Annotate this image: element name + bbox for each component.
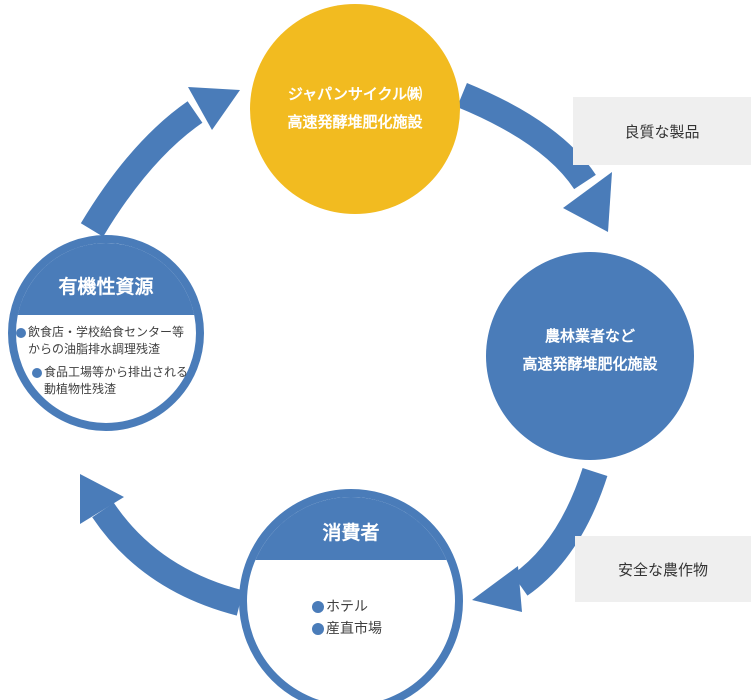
bullet-dot-icon [312,623,324,635]
left-bullet-item-1: 飲食店・学校給食センター等 [16,324,188,341]
bullet-dot-icon [32,367,42,378]
node-right-line2: 高速発酵堆肥化施設 [522,355,658,373]
bottom-bullet-item-1: ホテル [312,596,382,618]
node-top-circle [250,4,460,214]
arrow-bottom-to-left [80,474,244,616]
node-top-line1: ジャパンサイクル㈱ [287,85,423,103]
node-bottom-bullets: ホテル 産直市場 [312,596,382,640]
arrow-left-to-top [80,87,240,237]
node-right-label: 農林業者など 高速発酵堆肥化施設 [490,322,690,378]
label-box-safe-produce: 安全な農作物 [575,536,751,602]
node-top-line2: 高速発酵堆肥化施設 [287,113,423,131]
arrow-top-to-right [457,82,612,232]
bullet-dot-icon [312,601,324,613]
left-bullet-item-1-cont: からの油脂排水調理残渣 [28,342,161,356]
left-bullet-item-2-cont: 動植物性残渣 [44,382,117,396]
left-bullet-item-2: 食品工場等から排出される [16,364,188,381]
node-bottom-title: 消費者 [322,522,380,544]
node-right-line1: 農林業者など [544,327,635,345]
arrow-right-to-bottom [472,467,608,612]
bottom-bullet-item-2: 産直市場 [312,618,382,640]
node-left-bullets: 飲食店・学校給食センター等 からの油脂排水調理残渣 食品工場等から排出される 動… [16,324,188,398]
node-right-circle [486,252,694,460]
bullet-dot-icon [16,327,26,338]
node-top-label: ジャパンサイクル㈱ 高速発酵堆肥化施設 [255,80,455,136]
label-box-quality-product: 良質な製品 [573,97,751,165]
node-left-title: 有機性資源 [58,276,154,298]
